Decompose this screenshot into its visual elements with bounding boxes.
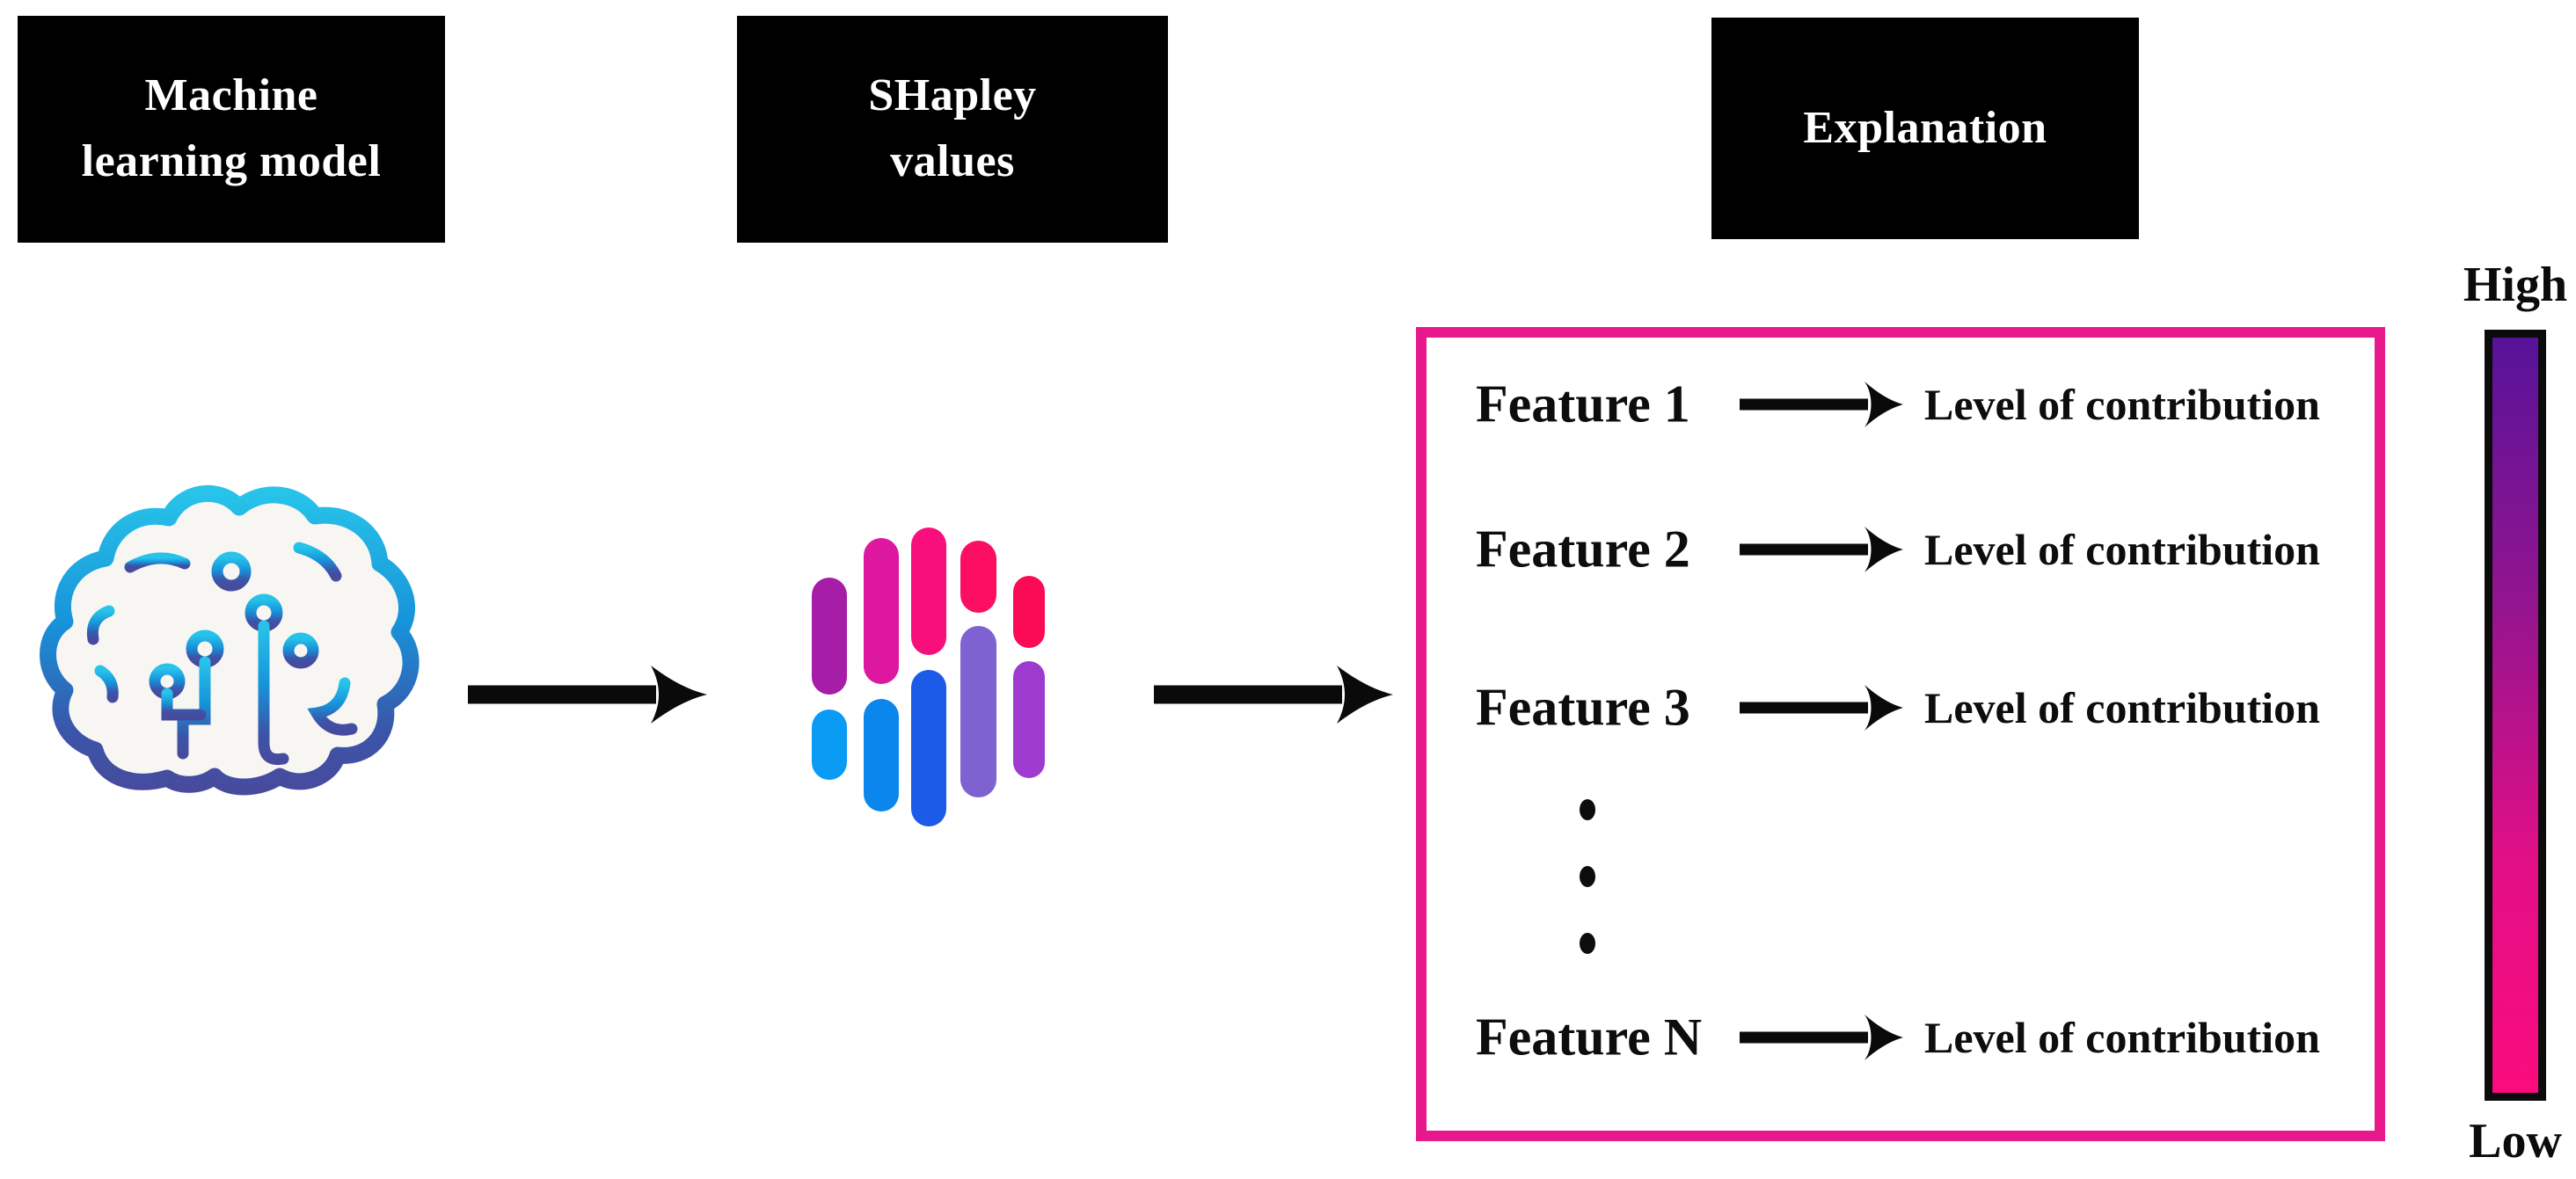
stage-box-line: values bbox=[890, 136, 1015, 186]
contribution-label: Level of contribution bbox=[1924, 525, 2320, 574]
feature-label: Feature 2 bbox=[1476, 520, 1690, 579]
ellipsis-dot bbox=[1580, 866, 1595, 887]
ellipsis-dots bbox=[1580, 799, 1595, 954]
contribution-label: Level of contribution bbox=[1924, 1013, 2320, 1062]
stage-box-machine-learning-model: Machine learning model bbox=[18, 16, 445, 243]
ellipsis-dot bbox=[1580, 799, 1595, 820]
stage-box-line: Machine bbox=[144, 70, 318, 121]
contribution-label: Level of contribution bbox=[1924, 683, 2320, 732]
shap-logo-icon bbox=[812, 528, 1045, 826]
explanation-panel: Feature 1 Level of contribution Feature … bbox=[1416, 327, 2385, 1141]
feature-row: Feature N Level of contribution bbox=[1427, 1002, 2375, 1073]
colorbar-low-label: Low bbox=[2469, 1114, 2562, 1168]
feature-row: Feature 1 Level of contribution bbox=[1427, 369, 2375, 440]
feature-label: Feature N bbox=[1476, 1008, 1703, 1066]
flow-arrow-icon bbox=[1154, 666, 1393, 724]
flow-arrow-icon bbox=[468, 666, 707, 724]
colorbar-high-label: High bbox=[2463, 258, 2568, 312]
colorbar bbox=[2485, 330, 2546, 1101]
contribution-label: Level of contribution bbox=[1924, 380, 2320, 429]
maps-to-arrow-icon bbox=[1740, 527, 1903, 572]
stage-box-line: SHapley bbox=[868, 70, 1037, 121]
colorbar-gradient bbox=[2492, 338, 2538, 1093]
maps-to-arrow-icon bbox=[1740, 685, 1903, 731]
stage-box-line: learning model bbox=[81, 136, 382, 186]
feature-row: Feature 2 Level of contribution bbox=[1427, 514, 2375, 585]
feature-label: Feature 1 bbox=[1476, 375, 1690, 433]
feature-row: Feature 3 Level of contribution bbox=[1427, 673, 2375, 743]
stage-box-line: Explanation bbox=[1803, 102, 2047, 153]
stage-box-shapley-values: SHapley values bbox=[737, 16, 1168, 243]
maps-to-arrow-icon bbox=[1740, 382, 1903, 427]
ellipsis-dot bbox=[1580, 933, 1595, 954]
maps-to-arrow-icon bbox=[1740, 1015, 1903, 1060]
stage-box-explanation: Explanation bbox=[1711, 18, 2139, 239]
brain-circuit-icon bbox=[40, 484, 420, 796]
feature-label: Feature 3 bbox=[1476, 678, 1690, 737]
